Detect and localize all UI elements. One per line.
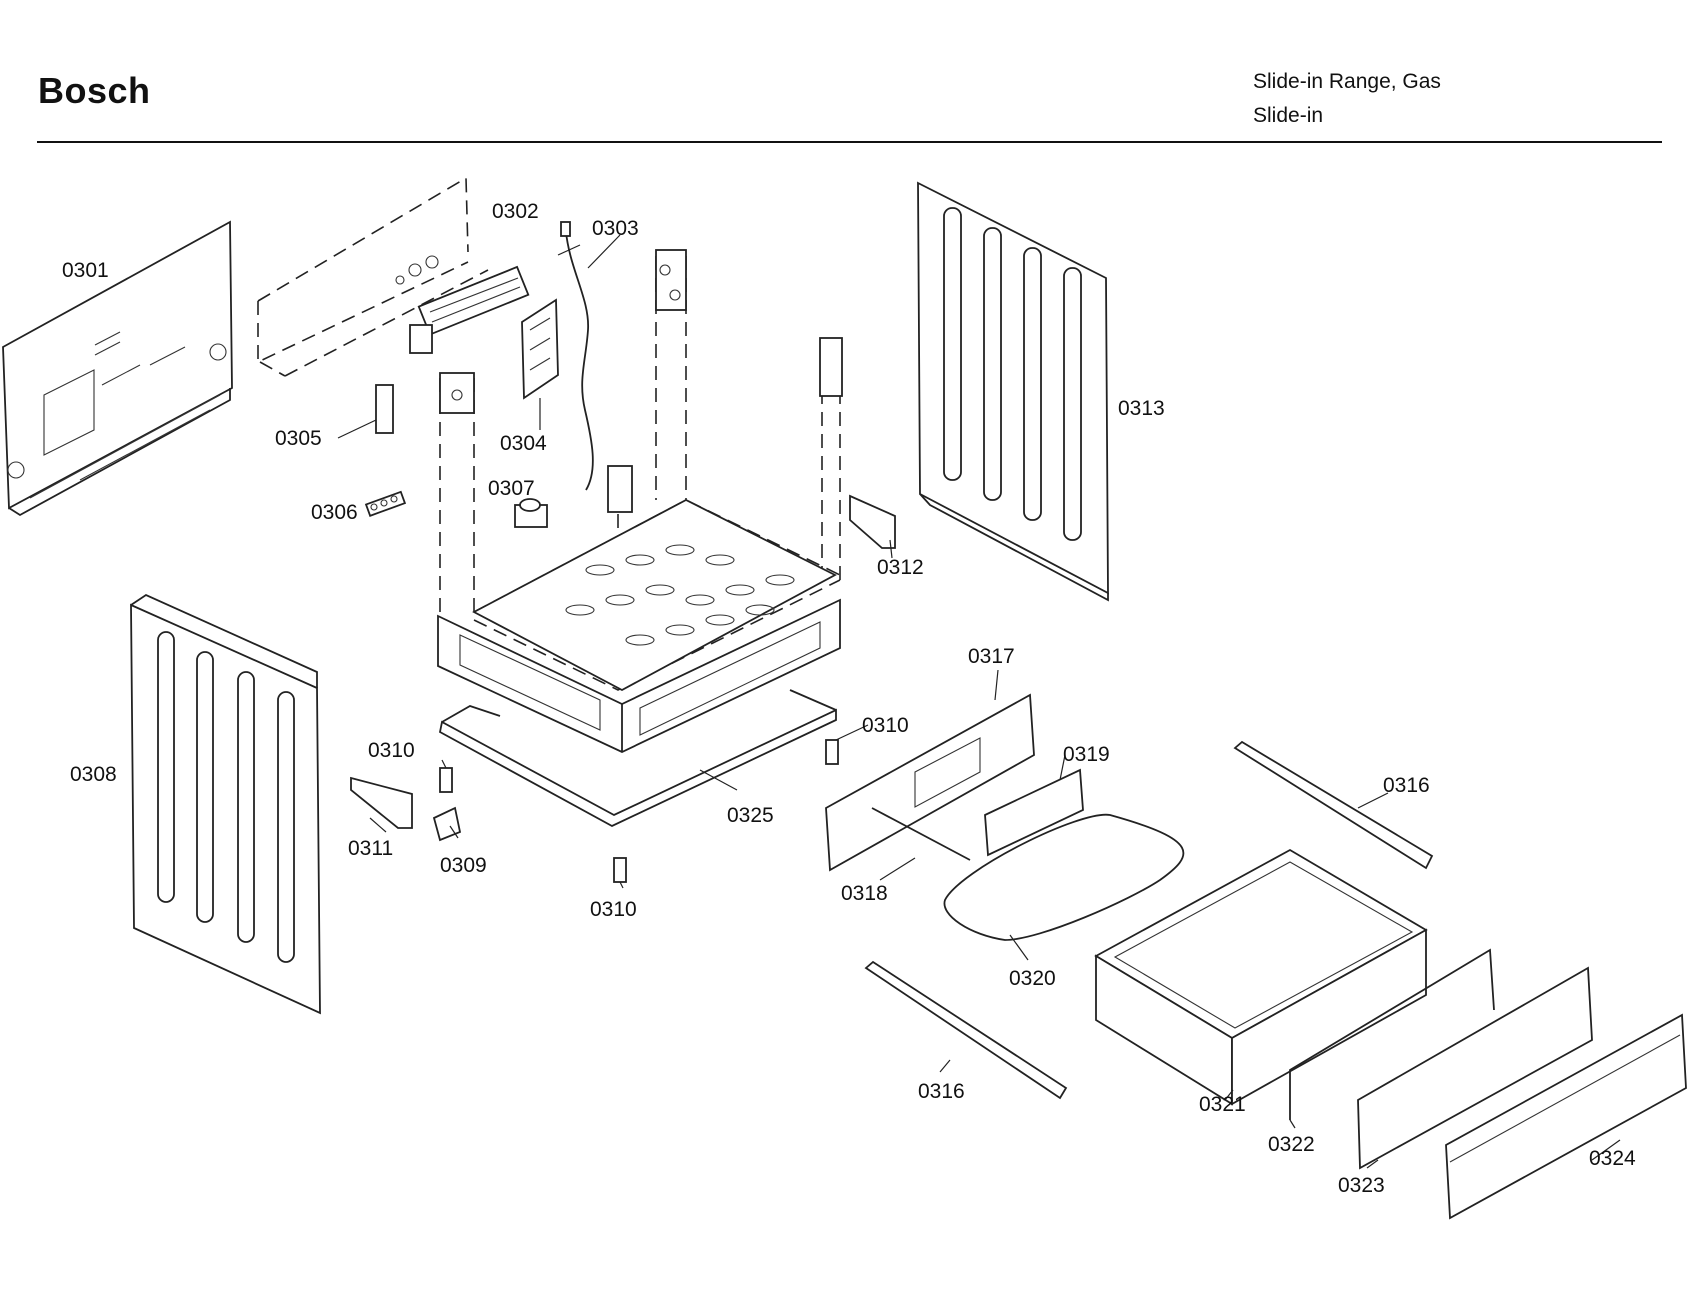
callout-0323: 0323: [1338, 1174, 1385, 1197]
part-bottom-base: [438, 689, 837, 828]
part-gasket: [1289, 948, 1495, 1120]
callout-0307: 0307: [488, 477, 535, 500]
callout-0301: 0301: [62, 259, 109, 282]
part-drawer-inner-front: [1357, 966, 1593, 1170]
callout-0306: 0306: [311, 501, 358, 524]
part-connector: [364, 490, 407, 517]
callout-0310-right: 0310: [862, 714, 909, 737]
callout-0302: 0302: [492, 200, 539, 223]
part-sensor: [514, 498, 548, 528]
part-control-board: [521, 298, 559, 400]
part-igniter-rod: [871, 807, 971, 861]
part-burner-loop: [943, 813, 1185, 941]
leader-lines: [337, 234, 1621, 1169]
model-title: Slide-in Range, Gas: [1253, 70, 1441, 93]
callout-0312: 0312: [877, 556, 924, 579]
callout-0304: 0304: [500, 432, 547, 455]
part-heater-shield: [825, 693, 1035, 872]
part-left-bracket: [350, 776, 413, 829]
callout-0305: 0305: [275, 427, 322, 450]
callout-0303: 0303: [592, 217, 639, 240]
callout-0310-left: 0310: [368, 739, 415, 762]
callout-0310-bottom: 0310: [590, 898, 637, 921]
part-relay: [375, 384, 394, 434]
part-back-panel: [2, 220, 233, 517]
callout-0318: 0318: [841, 882, 888, 905]
part-fan-bracket: [257, 176, 530, 377]
callout-0319: 0319: [1063, 743, 1110, 766]
callout-0324: 0324: [1589, 1147, 1636, 1170]
callout-0317: 0317: [968, 645, 1015, 668]
part-wire-harness: [560, 221, 594, 491]
callout-0316-right: 0316: [1383, 774, 1430, 797]
part-drawer-box: [1094, 848, 1428, 1106]
callout-0322: 0322: [1268, 1133, 1315, 1156]
part-screw: [439, 739, 839, 883]
callout-0325: 0325: [727, 804, 774, 827]
callout-0320: 0320: [1009, 967, 1056, 990]
callout-0321: 0321: [1199, 1093, 1246, 1116]
callout-0308: 0308: [70, 763, 117, 786]
callout-0313: 0313: [1118, 397, 1165, 420]
callout-0309: 0309: [440, 854, 487, 877]
brand-logo: Bosch: [38, 70, 151, 111]
part-drawer-front: [1445, 1013, 1687, 1220]
header-divider: [37, 141, 1662, 143]
part-main-frame: [437, 249, 843, 753]
part-insulation: [984, 768, 1084, 857]
part-right-side-panel: [917, 181, 1109, 602]
model-subtitle: Slide-in: [1253, 104, 1324, 127]
callout-0316-left: 0316: [918, 1080, 965, 1103]
part-right-bracket: [849, 494, 896, 549]
part-drawer-slide: [864, 740, 1434, 1100]
part-left-side-panel: [130, 593, 321, 1015]
callout-0311: 0311: [348, 837, 393, 860]
